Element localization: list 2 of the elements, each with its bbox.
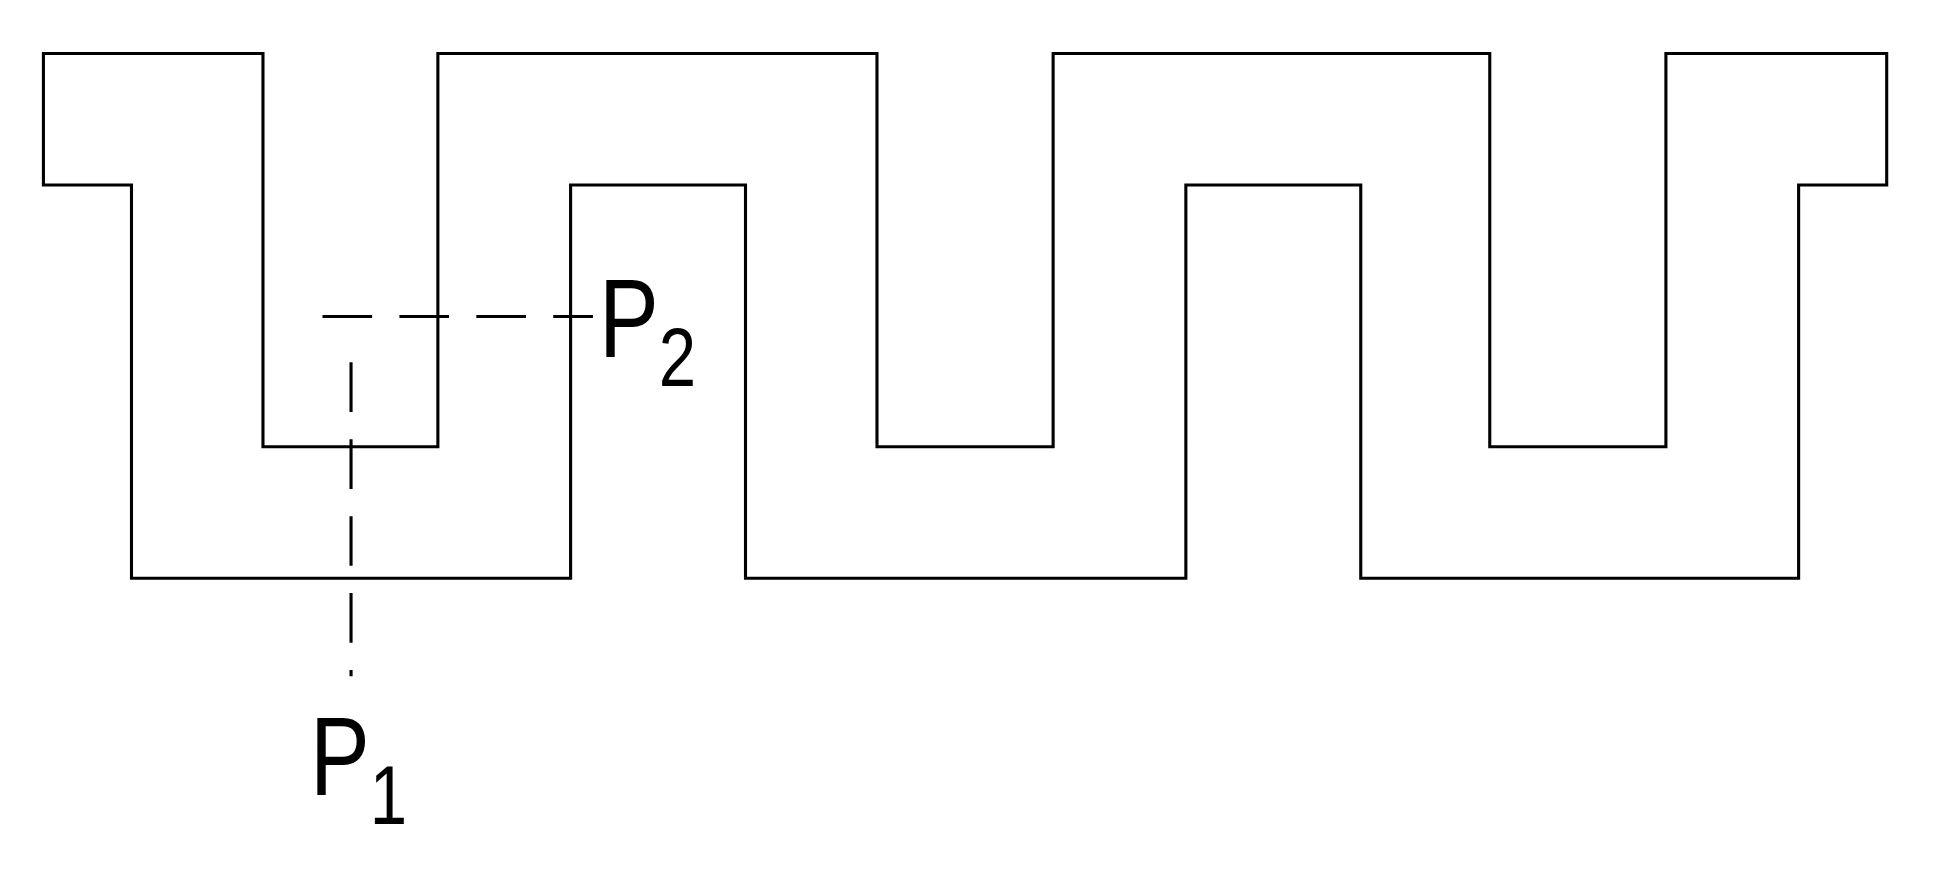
point-label: P$_{2}$ (599, 262, 697, 400)
point-label: P$_{1}$ (310, 700, 408, 838)
